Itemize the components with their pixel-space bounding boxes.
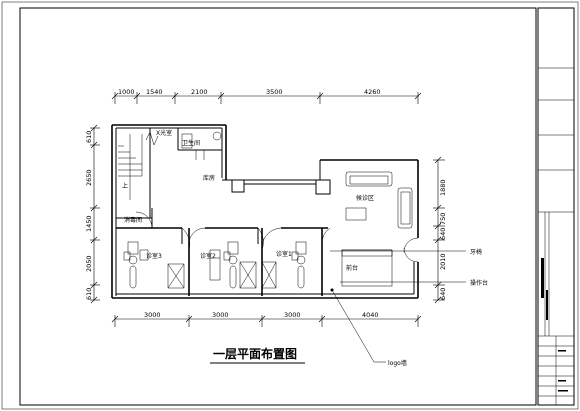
right-dim-1: 1880 [439,179,447,196]
callout-arrow-label: 牙椅 [470,248,482,256]
walls [111,124,419,299]
left-dim-2: 2650 [85,169,93,186]
right-dim-5: 640 [439,288,447,300]
bottom-dim-3: 3000 [284,311,301,319]
right-dimension-line: 1880 750 640 2010 640 [433,156,447,304]
callouts: 牙椅 操作台 logo墙 [330,248,488,367]
callout-console-label: 操作台 [470,279,488,287]
top-dim-5: 4260 [364,88,381,96]
top-dimension-line: 1000 1540 2100 3500 4260 [111,88,422,104]
callout-logo-wall: logo墙 [388,359,407,367]
drawing-frame [19,7,537,406]
room-storage: 库房 [203,174,215,182]
top-dim-3: 2100 [191,88,208,96]
room-disinfect: 消毒间 [124,216,142,224]
room-exam2: 诊室2 [200,252,216,260]
right-dim-3: 640 [439,228,447,240]
bottom-dim-4: 4040 [362,311,379,319]
drawing-title: 一层平面布置图 [213,346,297,361]
room-exam1: 诊室1 [276,250,292,258]
room-reception: 前台 [346,264,358,272]
waiting-furniture [345,171,413,229]
room-up-stairs: 上 [122,182,128,190]
bottom-dim-1: 3000 [144,311,161,319]
staircase [118,131,159,200]
top-dim-2: 1540 [146,88,163,96]
left-dimension-line: 610 2650 1450 2050 610 [85,124,100,304]
room-labels: X光室 卫生间 库房 上 候诊区 消毒间 诊室3 诊室2 诊室1 前台 [122,129,374,272]
right-dim-4: 2010 [439,253,447,270]
room-exam3: 诊室3 [146,252,162,260]
room-waiting: 候诊区 [356,194,374,202]
left-dim-1: 610 [85,131,93,143]
room-xray: X光室 [156,129,172,137]
bottom-dimension-line: 3000 3000 3000 4040 [111,311,422,327]
bottom-dim-2: 3000 [212,311,229,319]
top-dim-4: 3500 [266,88,283,96]
left-dim-4: 2050 [85,255,93,272]
left-dim-5: 610 [85,288,93,300]
top-dim-1: 1000 [118,88,135,96]
right-dim-2: 750 [439,213,447,225]
dental-chairs [123,241,307,289]
room-toilet: 卫生间 [182,139,200,147]
left-dim-3: 1450 [85,215,93,232]
toilet-fixtures [181,131,222,160]
title-block [537,7,575,406]
